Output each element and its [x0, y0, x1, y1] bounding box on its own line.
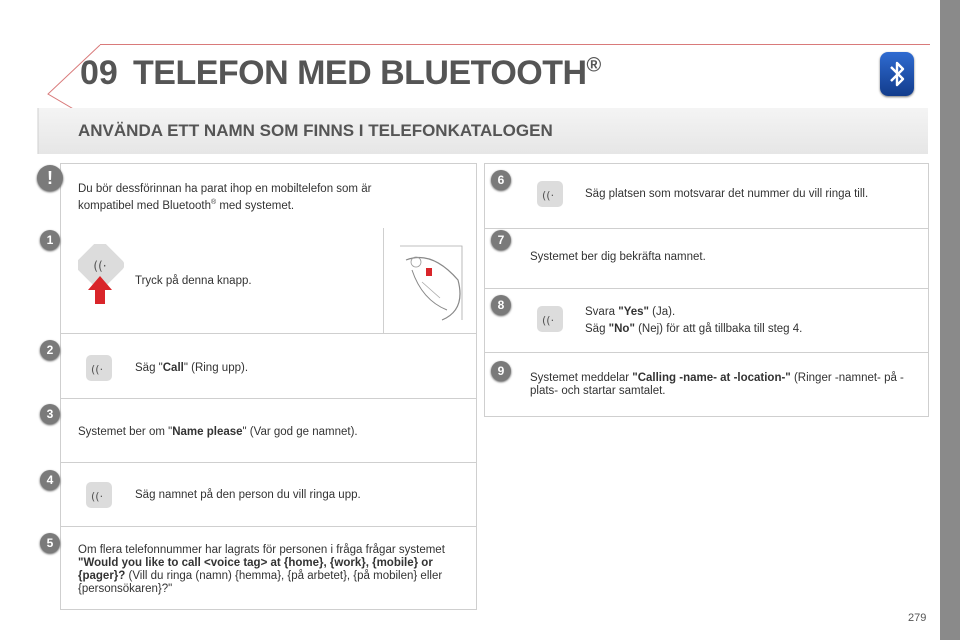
header-corner-line — [47, 44, 101, 114]
step-5-text: Om flera telefonnummer har lagrats för p… — [78, 544, 445, 595]
step-7-text: Systemet ber dig bekräfta namnet. — [530, 251, 706, 263]
page-number: 279 — [908, 612, 927, 624]
step-badge-7: 7 — [491, 230, 511, 250]
svg-text:((·: ((· — [91, 490, 103, 503]
divider — [60, 462, 476, 463]
step-6-text: Säg platsen som motsvarar det nummer du … — [585, 188, 869, 200]
voice-command-icon: ((· — [86, 482, 112, 508]
step-badge-1: 1 — [40, 230, 60, 250]
svg-text:((·: ((· — [542, 189, 554, 202]
left-steps-panel — [60, 163, 477, 610]
warning-icon: ! — [37, 165, 63, 191]
divider — [60, 398, 476, 399]
section-corner — [37, 108, 39, 154]
divider — [383, 228, 384, 333]
step-badge-9: 9 — [491, 361, 511, 381]
step-badge-5: 5 — [40, 533, 60, 553]
step-8-line-1: Svara "Yes" (Ja). — [585, 306, 676, 318]
side-tab-bar — [940, 0, 960, 640]
section-title: ANVÄNDA ETT NAMN SOM FINNS I TELEFONKATA… — [78, 121, 553, 140]
step-3-text: Systemet ber om "Name please" (Var god g… — [78, 426, 358, 438]
divider — [60, 526, 476, 527]
divider — [484, 228, 928, 229]
warning-text: Du bör dessförinnan ha parat ihop en mob… — [78, 183, 372, 212]
step-badge-6: 6 — [491, 170, 511, 190]
divider — [484, 288, 928, 289]
svg-text:((·: ((· — [542, 314, 554, 327]
header-rule — [100, 44, 930, 45]
step-badge-4: 4 — [40, 470, 60, 490]
steering-wheel-diagram — [392, 240, 472, 330]
voice-button-icon: ((· — [75, 240, 125, 313]
step-2-text: Säg "Call" (Ring upp). — [135, 362, 249, 374]
voice-command-icon: ((· — [86, 355, 112, 381]
divider — [484, 352, 928, 353]
svg-text:((·: ((· — [91, 363, 103, 376]
svg-text:((·: ((· — [93, 259, 106, 273]
step-badge-3: 3 — [40, 404, 60, 424]
voice-command-icon: ((· — [537, 181, 563, 207]
section-header-box — [38, 108, 928, 154]
step-badge-2: 2 — [40, 340, 60, 360]
divider — [60, 333, 476, 334]
step-8-line-2: Säg "No" (Nej) för att gå tillbaka till … — [585, 323, 803, 335]
step-4-text: Säg namnet på den person du vill ringa u… — [135, 489, 361, 501]
bluetooth-icon — [880, 52, 914, 96]
voice-command-icon: ((· — [537, 306, 563, 332]
chapter-number: 09 — [80, 54, 118, 92]
page-title: TELEFON MED BLUETOOTH® — [133, 54, 601, 92]
step-badge-8: 8 — [491, 295, 511, 315]
step-1-text: Tryck på denna knapp. — [135, 275, 252, 287]
step-9-text: Systemet meddelar "Calling -name- at -lo… — [530, 372, 904, 397]
